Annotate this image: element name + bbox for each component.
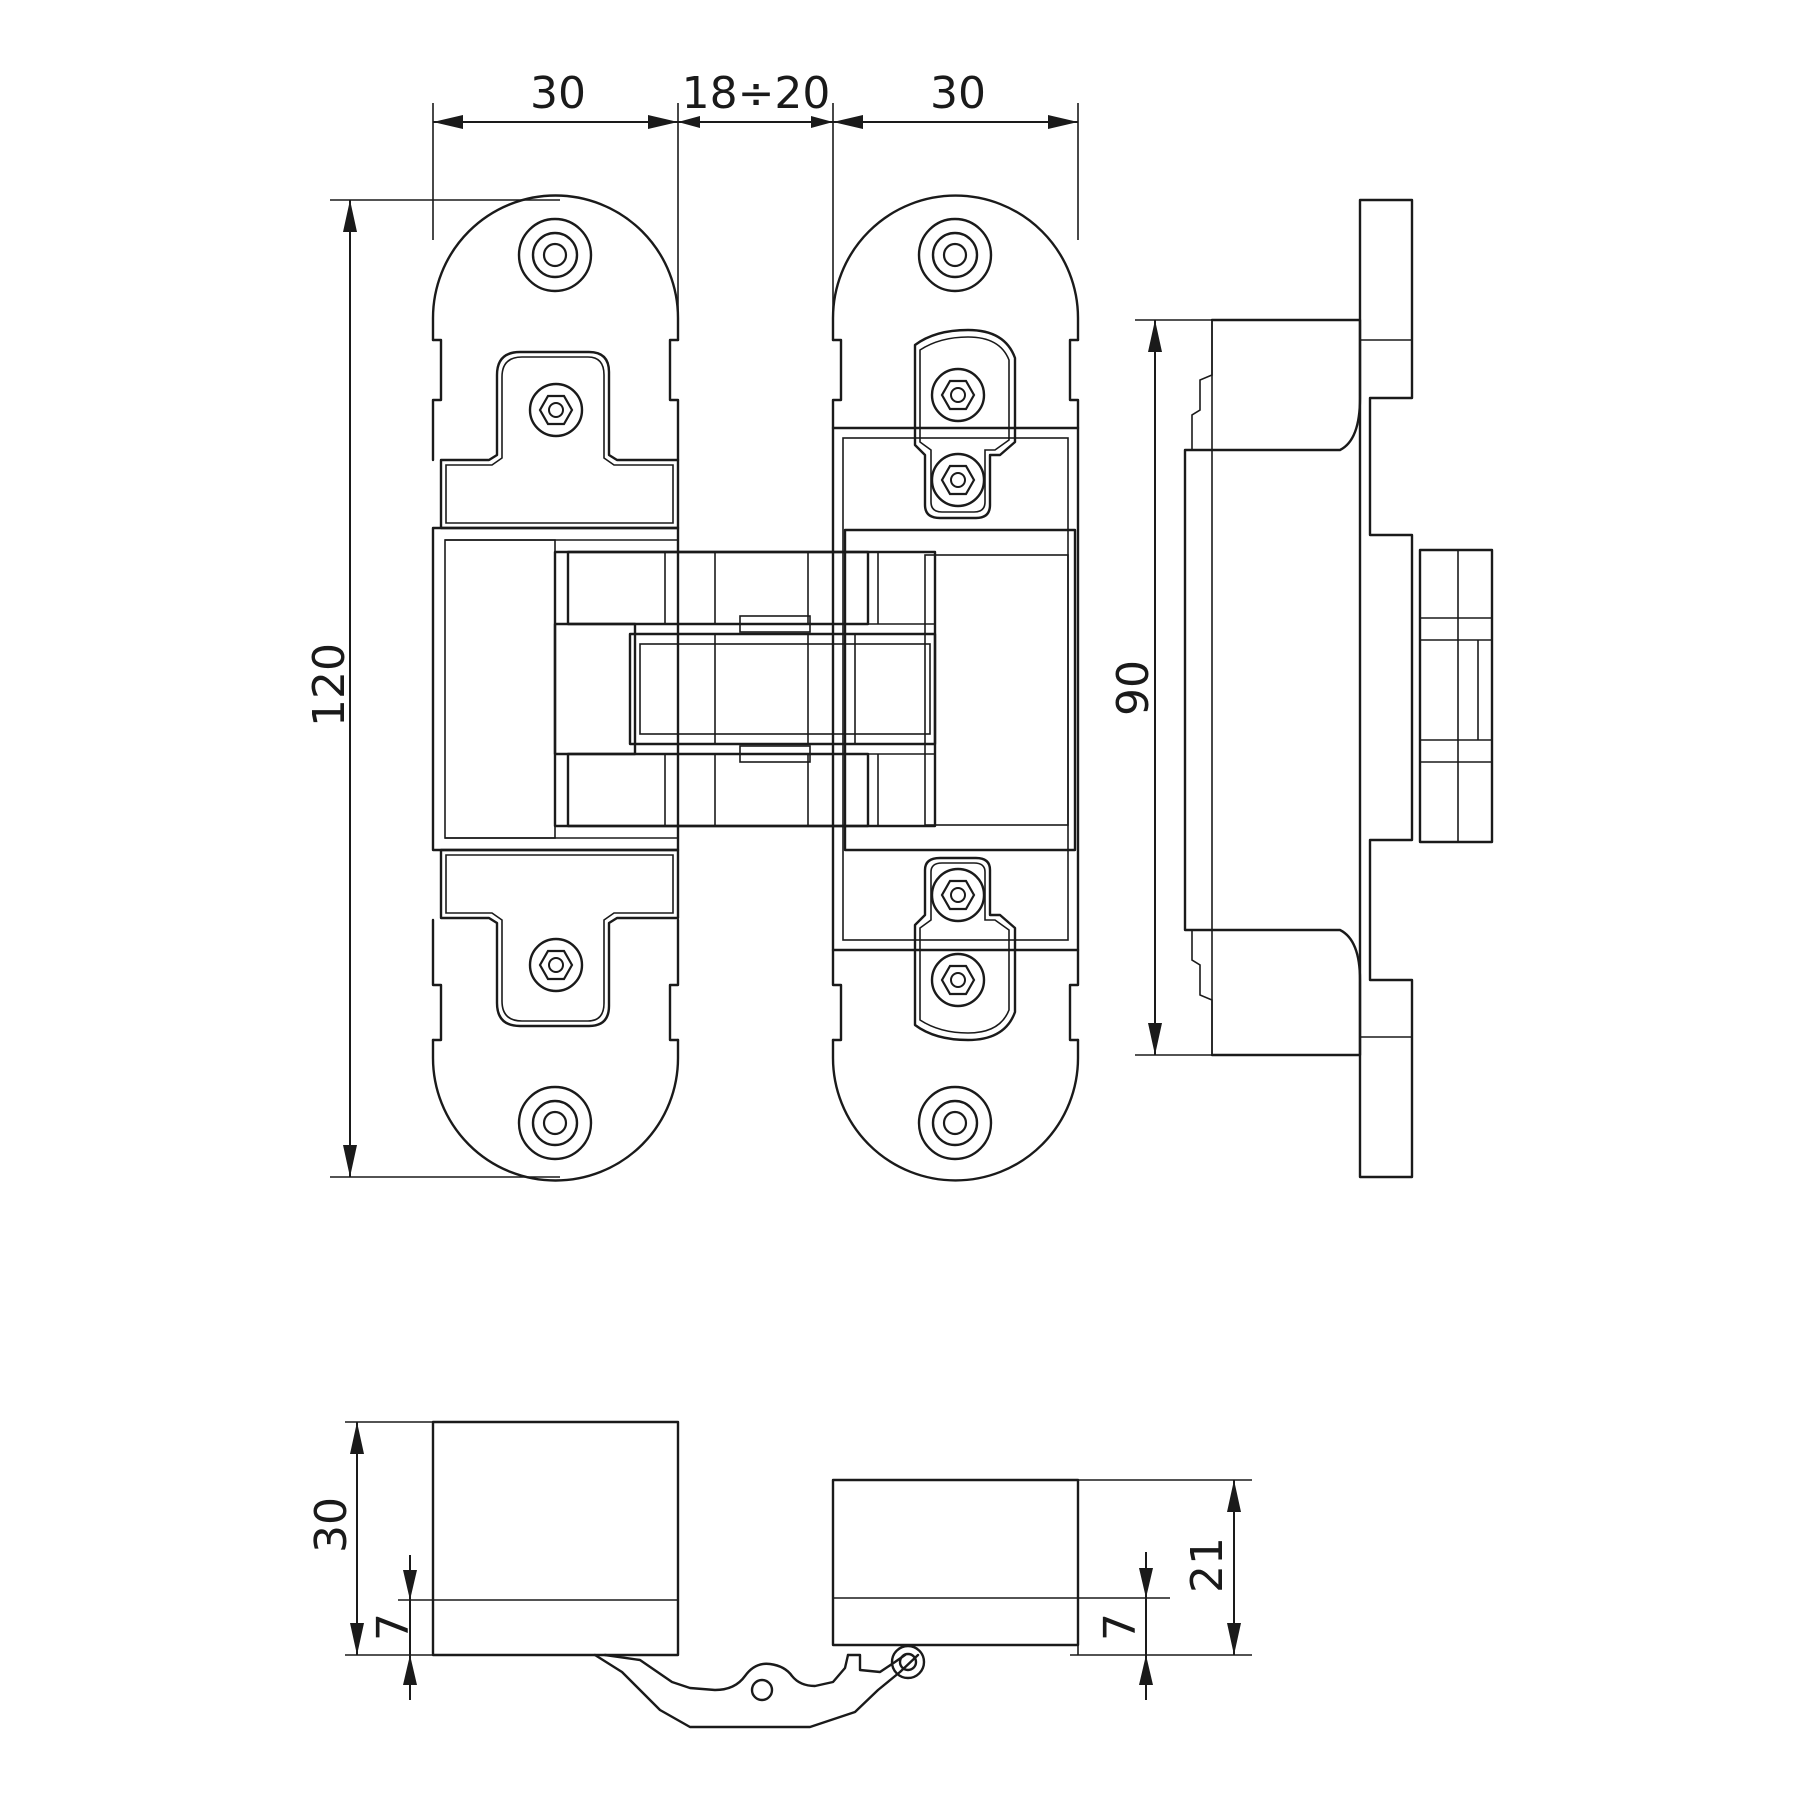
adjust-bolt-icon <box>528 937 584 993</box>
height-dimension: 120 <box>304 199 560 1178</box>
dim-right-leaf-width: 30 <box>930 68 986 119</box>
dim-body-height: 90 <box>1108 660 1159 716</box>
right-leaf <box>831 194 1080 1182</box>
screw-hole-icon <box>917 1085 993 1161</box>
dim-gap: 18÷20 <box>682 68 831 119</box>
screw-hole-icon <box>517 1085 593 1161</box>
adjust-bolt-icon <box>528 382 584 438</box>
dim-left-depth: 30 <box>306 1497 357 1553</box>
adjust-bolt-icon <box>930 452 986 508</box>
dim-height: 120 <box>304 643 355 727</box>
screw-hole-icon <box>517 217 593 293</box>
dim-right-depth: 21 <box>1182 1537 1233 1593</box>
bottom-view: 30 7 21 7 <box>306 1420 1252 1729</box>
adjust-bolt-icon <box>930 367 986 423</box>
front-view: 30 18÷20 30 120 <box>304 68 1080 1182</box>
pivot-mechanism <box>553 550 937 828</box>
adjust-bolt-icon <box>930 952 986 1008</box>
dim-right-offset: 7 <box>1095 1613 1146 1641</box>
left-leaf <box>431 194 680 1182</box>
adjust-bolt-icon <box>930 867 986 923</box>
top-dimension-chain: 30 18÷20 30 <box>432 68 1079 330</box>
dim-left-offset: 7 <box>368 1613 419 1641</box>
side-view: 90 <box>1108 198 1494 1179</box>
screw-hole-icon <box>917 217 993 293</box>
dim-left-leaf-width: 30 <box>530 68 586 119</box>
